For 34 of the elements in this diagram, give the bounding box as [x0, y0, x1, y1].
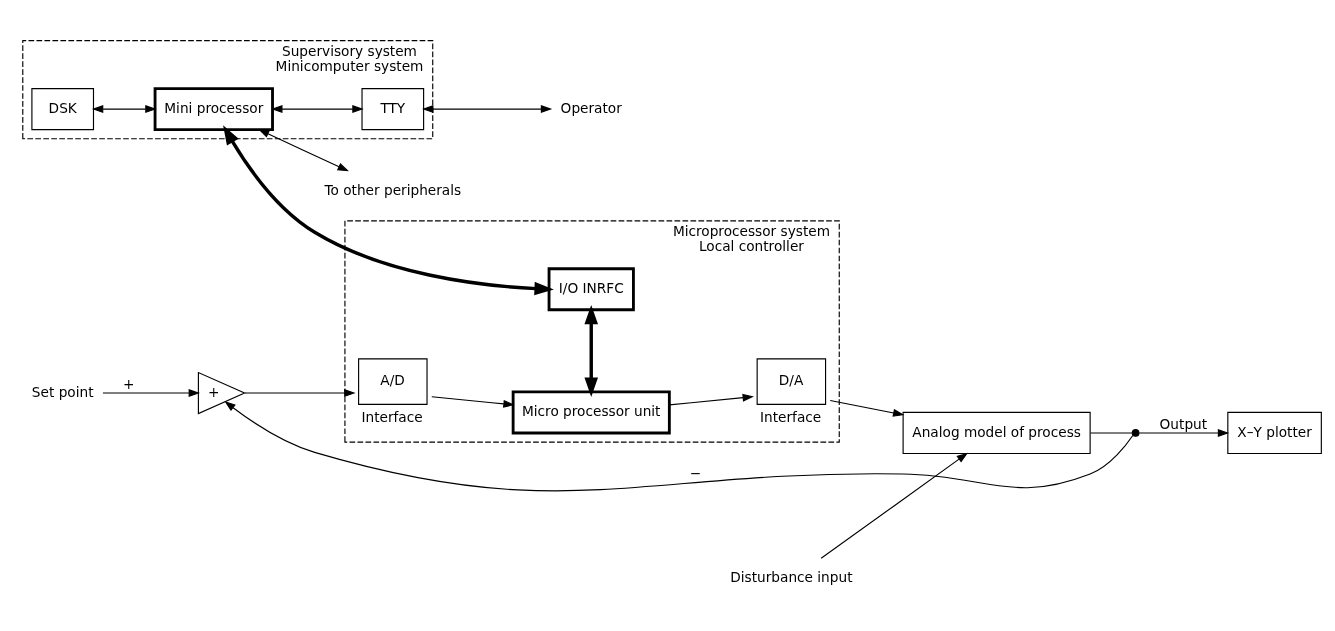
node-circle	[1131, 429, 1140, 437]
arrow	[820, 452, 969, 559]
edge-label: Output	[1159, 416, 1208, 433]
edge-label: −	[689, 465, 702, 482]
arrow	[431, 396, 515, 408]
node-label: Interface	[760, 409, 822, 426]
arrow	[668, 393, 754, 406]
arrow	[271, 105, 364, 114]
node-box: Micro processor unit	[511, 390, 671, 435]
node-box: Analog model of process	[902, 411, 1091, 455]
node-box: DSK	[31, 88, 95, 131]
edge-label: +	[123, 376, 135, 393]
node-label: Interface	[361, 409, 423, 426]
arrow	[91, 105, 157, 114]
arrow	[102, 389, 201, 398]
node-text: To other peripherals	[324, 181, 462, 198]
node-box: A/D	[358, 358, 428, 405]
arrow	[224, 400, 1134, 492]
node-box: I/O INRFC	[547, 267, 635, 312]
arrow	[1138, 428, 1230, 437]
node-text: Operator	[560, 99, 622, 116]
connector	[1089, 432, 1133, 434]
arrow	[223, 125, 554, 296]
arrow	[829, 399, 905, 417]
node-box: Mini processor	[153, 87, 274, 132]
arrow	[584, 304, 599, 397]
arrow	[244, 389, 356, 398]
node-box: TTY	[361, 88, 425, 131]
node-text: Set point	[31, 383, 94, 400]
node-box: X–Y plotter	[1227, 411, 1322, 455]
arrow	[422, 105, 553, 114]
node-text: Disturbance input	[730, 569, 853, 586]
arrow	[257, 129, 349, 172]
node-box: D/A	[756, 358, 827, 405]
